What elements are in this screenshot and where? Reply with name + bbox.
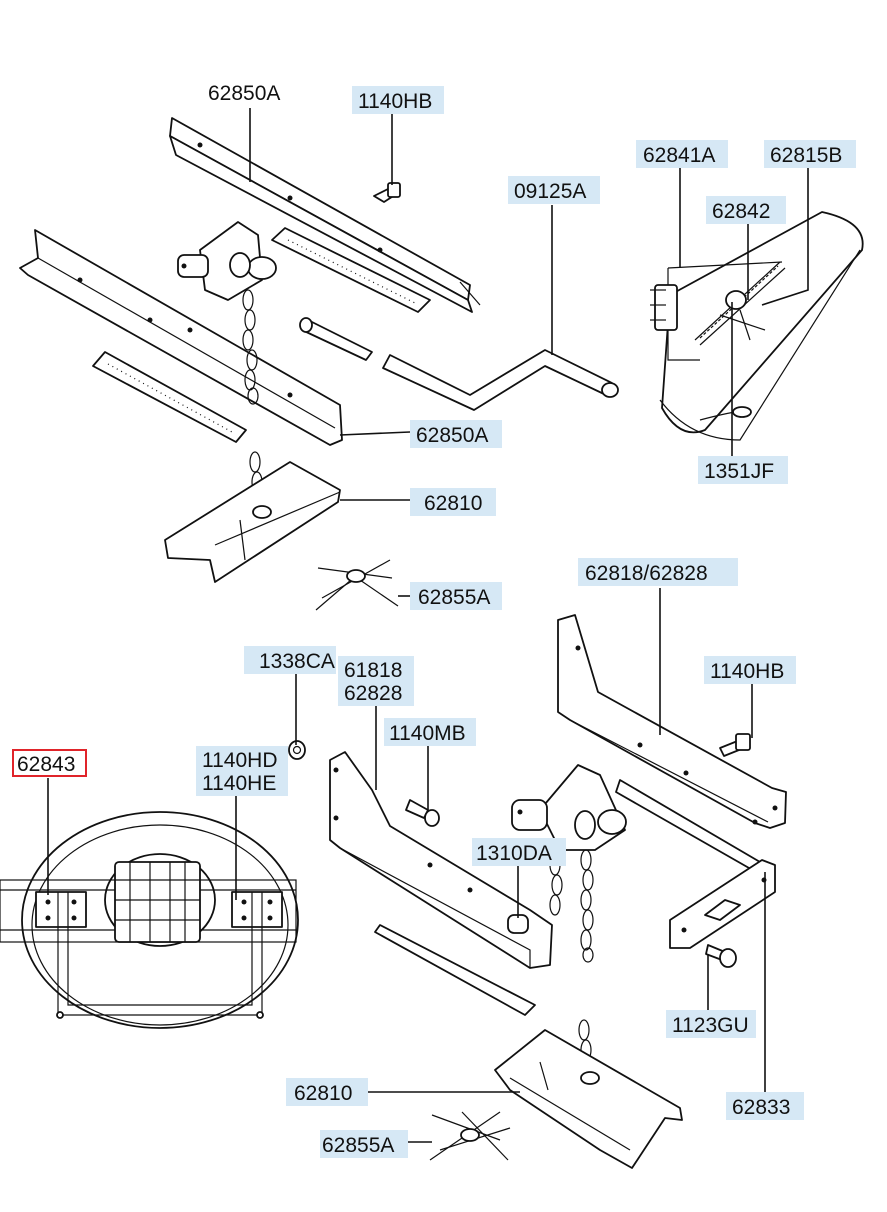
svg-text:1338CA: 1338CA [259, 650, 335, 673]
svg-text:62833: 62833 [732, 1096, 790, 1119]
label-62855A-top[interactable]: 62855A [410, 582, 502, 610]
spare-tire-cover-62815B [659, 211, 864, 441]
upper-pad-strip [271, 227, 431, 313]
hook-62810-bottom [494, 1019, 683, 1169]
label-62842[interactable]: 62842 [706, 196, 786, 224]
svg-text:62850A: 62850A [416, 424, 488, 447]
svg-text:61818: 61818 [344, 659, 402, 682]
label-1140HB-right[interactable]: 1140HB [704, 656, 796, 684]
svg-text:62815B: 62815B [770, 144, 842, 167]
svg-text:62855A: 62855A [418, 586, 490, 609]
label-1338CA[interactable]: 1338CA [244, 646, 336, 674]
svg-text:62818/62828: 62818/62828 [585, 562, 708, 585]
label-62833[interactable]: 62833 [726, 1092, 804, 1120]
svg-text:1310DA: 1310DA [476, 842, 552, 865]
winch-mechanism-bottom [511, 764, 627, 963]
chain-top [242, 289, 259, 405]
lower-rail-62850A [19, 229, 343, 446]
svg-text:62850A: 62850A [208, 82, 280, 105]
label-1123GU[interactable]: 1123GU [666, 1010, 756, 1038]
upper-rail-62850A [169, 117, 481, 313]
label-62810-top[interactable]: 62810 [410, 488, 496, 516]
svg-text:62842: 62842 [712, 200, 770, 223]
nut-1338CA [288, 740, 306, 760]
label-62855A-bottom[interactable]: 62855A [320, 1130, 408, 1158]
bolt-1140HB-right [719, 733, 751, 757]
svg-text:1140HB: 1140HB [358, 90, 432, 113]
lower-pad-strip [92, 351, 247, 443]
label-1140HD-1140HE[interactable]: 1140HD 1140HE [196, 746, 288, 796]
winch-mechanism-top [177, 221, 277, 301]
svg-text:62810: 62810 [294, 1082, 352, 1105]
label-62818-62828[interactable]: 62818/62828 [578, 558, 738, 586]
svg-text:62810: 62810 [424, 492, 482, 515]
label-62843[interactable]: 62843 [12, 749, 87, 777]
bracket-62818-62828 [557, 614, 787, 829]
leader-lines [47, 108, 809, 1143]
label-62850A-mid[interactable]: 62850A [410, 420, 502, 448]
svg-text:1140HB: 1140HB [710, 660, 784, 683]
svg-text:1140HD: 1140HD [202, 749, 278, 772]
bracket-62841A [650, 261, 783, 361]
svg-text:62828: 62828 [344, 682, 402, 705]
svg-text:62843: 62843 [17, 753, 75, 776]
label-1140MB[interactable]: 1140MB [384, 718, 476, 746]
label-61818-62828[interactable]: 61818 62828 [338, 656, 414, 706]
clip-62855A-top [315, 559, 399, 611]
svg-text:1140MB: 1140MB [389, 722, 466, 745]
crossbar-62833 [615, 779, 776, 949]
tire-carrier-62843 [0, 811, 299, 1029]
label-1351JF[interactable]: 1351JF [698, 456, 788, 484]
bolt-1140HB-top [373, 182, 401, 203]
label-62810-bottom[interactable]: 62810 [286, 1078, 368, 1106]
label-62850A-top[interactable]: 62850A [200, 78, 300, 106]
label-1310DA[interactable]: 1310DA [472, 838, 566, 866]
svg-text:62855A: 62855A [322, 1134, 394, 1157]
bracket-61818-62828 [329, 751, 553, 1016]
bolt-1140MB [405, 799, 440, 827]
chain-and-hook-62810-top [164, 451, 341, 583]
svg-text:1140HE: 1140HE [202, 772, 276, 795]
svg-text:1123GU: 1123GU [672, 1014, 749, 1037]
label-1140HB-top[interactable]: 1140HB [352, 86, 444, 114]
label-62841A[interactable]: 62841A [636, 140, 728, 168]
svg-text:1351JF: 1351JF [704, 460, 774, 483]
bolt-1123GU [705, 944, 737, 968]
strap-62842 [694, 261, 786, 346]
svg-text:62841A: 62841A [643, 144, 715, 167]
label-62815B[interactable]: 62815B [764, 140, 856, 168]
svg-text:09125A: 09125A [514, 180, 586, 203]
clip-62855A-bottom [429, 1111, 511, 1161]
label-09125A[interactable]: 09125A [508, 176, 600, 204]
handle-pipe-09125A [299, 317, 619, 411]
